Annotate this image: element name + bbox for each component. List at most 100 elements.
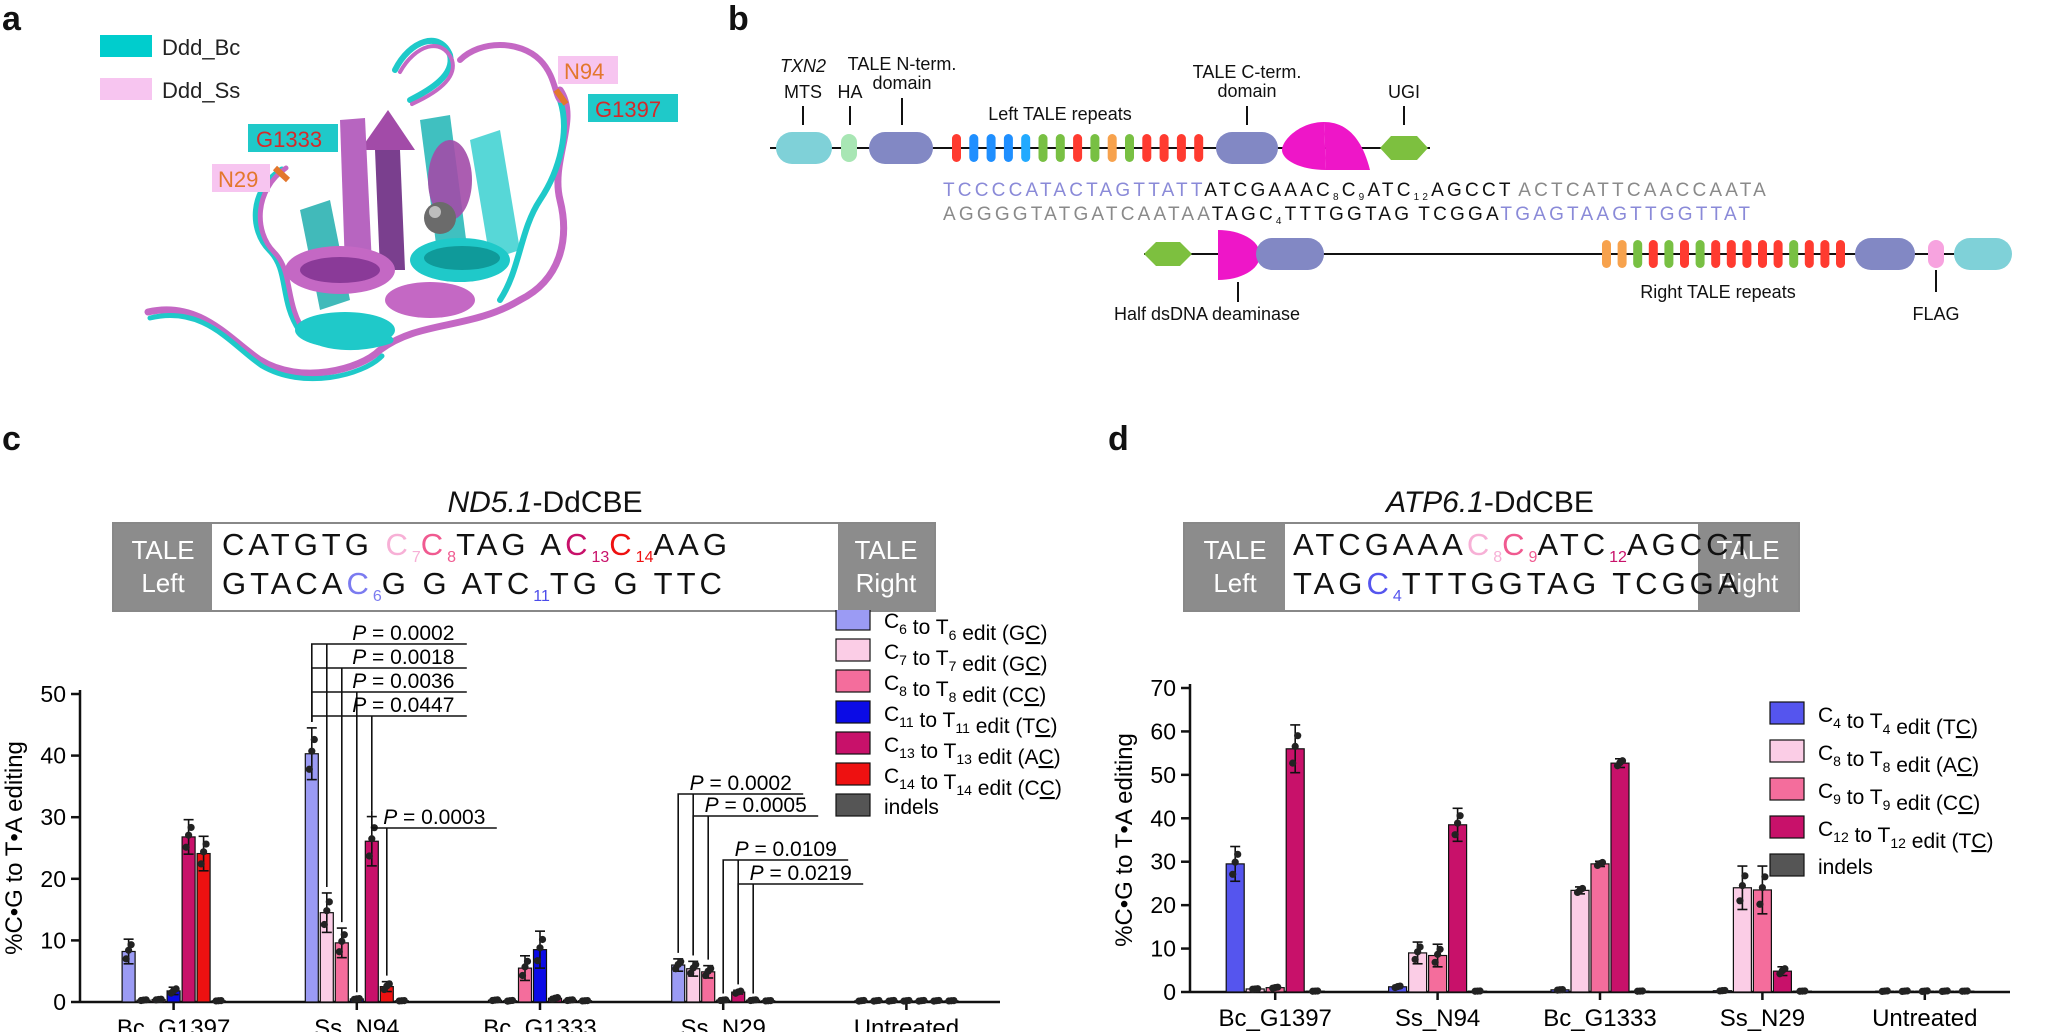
right-tale-repeat — [1664, 240, 1674, 268]
left-tale-repeat — [1125, 134, 1134, 162]
replicate-dot — [1291, 742, 1299, 751]
p-value-label: P = 0.0002 — [690, 772, 792, 795]
replicate-dot — [355, 994, 363, 1003]
x-tick-label: Ss_N94 — [1395, 1005, 1480, 1032]
left-tale-repeat — [1003, 134, 1013, 162]
mts-domain-left — [776, 132, 832, 164]
p-value-label: P = 0.0002 — [352, 622, 454, 645]
replicate-dot — [1741, 872, 1749, 880]
right-tale-repeat — [1680, 240, 1689, 268]
left-tale-repeat — [1038, 134, 1048, 162]
legend-swatch — [835, 700, 871, 724]
replicate-dot — [752, 996, 760, 1004]
tale-n-domain-left — [869, 132, 933, 164]
residue-label-n94-bg — [558, 56, 618, 84]
replicate-dot — [508, 996, 517, 1005]
replicate-dot — [1231, 858, 1239, 866]
replicate-dot — [335, 948, 343, 956]
replicate-dot — [553, 994, 562, 1002]
bar — [1590, 863, 1610, 993]
replicate-dot — [1254, 985, 1262, 993]
legend-entry: C14 to T14 edit (CC) — [884, 765, 1062, 800]
left-tale-repeat — [1021, 134, 1031, 162]
replicate-dot — [1761, 873, 1769, 881]
replicate-dot — [185, 831, 193, 839]
p-value-label: P = 0.0036 — [352, 670, 454, 693]
replicate-dot — [767, 996, 775, 1005]
replicate-dot — [385, 980, 393, 988]
right-tale-repeat — [1804, 240, 1814, 268]
replicate-dot — [905, 996, 913, 1005]
p-value-label: P = 0.0109 — [735, 838, 837, 861]
x-tick-label: Bc_G1333 — [1543, 1005, 1656, 1032]
y-tick-label: 30 — [40, 804, 66, 830]
replicate-dot — [368, 835, 376, 843]
label-ugi: UGI — [1388, 82, 1420, 102]
y-tick-label: 0 — [1163, 979, 1176, 1005]
bar — [1570, 889, 1590, 993]
y-tick-label: 40 — [1150, 805, 1176, 831]
legend-label-ddd-bc: Ddd_Bc — [162, 35, 240, 60]
replicate-dot — [1756, 900, 1764, 908]
p-value-bracket — [677, 793, 804, 953]
label-ha: HA — [837, 82, 862, 102]
bar — [196, 852, 211, 1003]
residue-label-g1397: G1397 — [595, 97, 661, 122]
replicate-dot — [1923, 987, 1931, 995]
left-tale-repeat — [1107, 134, 1117, 162]
residue-label-n29: N29 — [218, 167, 258, 192]
replicate-dot — [1721, 986, 1729, 995]
half-deaminase-bottom — [1218, 230, 1260, 280]
right-tale-repeat — [1789, 240, 1799, 268]
replicate-dot — [365, 852, 373, 860]
replicate-dot — [920, 996, 928, 1005]
ha-tag-left — [841, 134, 857, 162]
replicate-dot — [1431, 958, 1439, 966]
legend-swatch — [835, 638, 871, 662]
y-tick-label: 10 — [1150, 936, 1176, 962]
y-tick-label: 50 — [40, 681, 66, 707]
panel-c-title: ND5.1-DdCBE — [447, 486, 643, 519]
ddcbe-architecture-diagram: TXN2 MTS HA TALE N-term. domain Left TAL… — [770, 54, 2012, 324]
bar — [1448, 824, 1468, 993]
left-tale-repeat — [1055, 134, 1065, 162]
left-tale-repeat — [1073, 134, 1083, 162]
p-value-label: P = 0.0447 — [352, 694, 454, 717]
right-tale-repeat — [1758, 240, 1767, 268]
residue-label-n29-bg — [212, 164, 270, 192]
replicate-dot — [142, 996, 150, 1004]
replicate-dot — [1618, 757, 1627, 765]
y-tick-label: 60 — [1150, 718, 1176, 744]
replicate-dot — [1451, 831, 1459, 839]
protein-helices — [285, 140, 510, 348]
replicate-dot — [157, 995, 165, 1003]
panel-c-seq-bot: GTACAC6G G ATC11TG G TTC — [222, 566, 726, 606]
replicate-dot — [1294, 732, 1302, 740]
replicate-dot — [1638, 987, 1647, 995]
legend-swatch — [1769, 701, 1805, 725]
replicate-dot — [323, 907, 331, 915]
legend-entry: C7 to T7 edit (GC) — [884, 641, 1047, 676]
panel-d-seq-bot: TAGC4TTTGGTAG TCGGA — [1293, 566, 1743, 606]
legend-swatch — [835, 669, 871, 693]
bar — [1225, 863, 1245, 993]
replicate-dot — [1454, 819, 1462, 827]
x-tick-label: Ss_N29 — [1720, 1005, 1805, 1032]
p-value-bracket — [311, 691, 467, 722]
label-tale-n: TALE N-term. — [848, 54, 957, 74]
ugi-hexagon-bottom — [1144, 242, 1192, 266]
p-value-label: P = 0.0005 — [705, 794, 807, 817]
replicate-dot — [722, 996, 730, 1004]
x-tick-label: Bc_G1397 — [1218, 1005, 1331, 1032]
y-axis-label: %C•G to T•A editing — [1, 741, 28, 955]
left-tale-repeat — [1194, 134, 1204, 162]
replicate-dot — [935, 996, 943, 1005]
legend-entry: C11 to T11 edit (TC) — [884, 703, 1057, 738]
tale-c-domain-left — [1216, 132, 1278, 164]
replicate-dot — [320, 920, 328, 929]
y-tick-label: 30 — [1150, 849, 1176, 875]
